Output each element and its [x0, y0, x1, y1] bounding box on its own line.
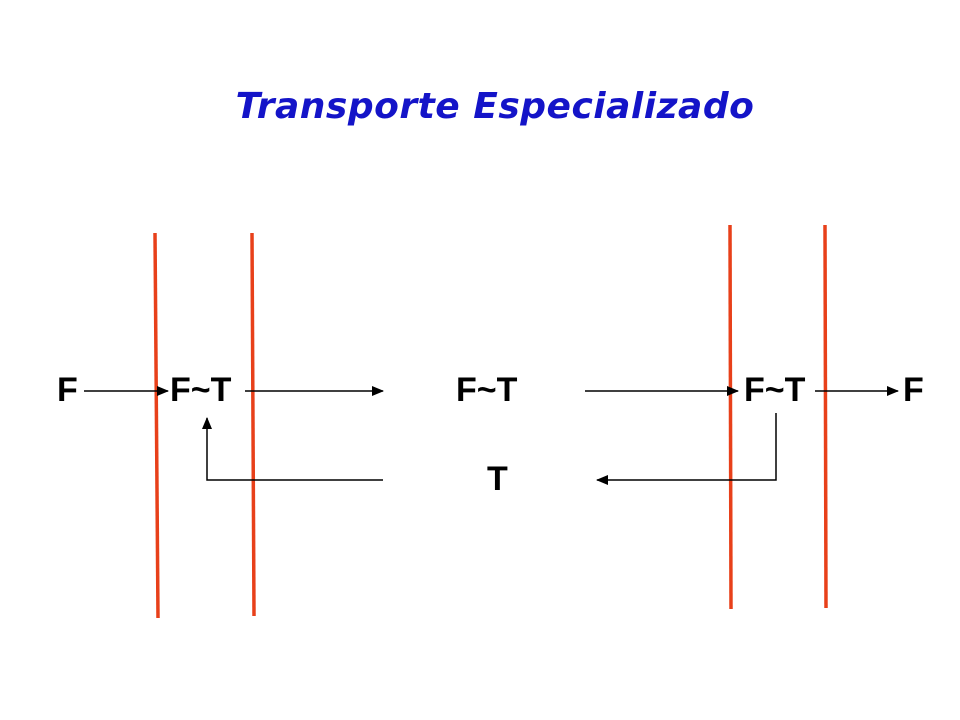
arrow-right-complex-to-t	[596, 413, 777, 485]
label-complex-left: F~T	[170, 371, 232, 409]
membrane-line-3	[728, 224, 733, 610]
label-t-center: T	[487, 460, 508, 498]
label-complex-center: F~T	[456, 371, 518, 409]
membrane-line-4	[823, 224, 828, 609]
slide-title: Transporte Especializado	[235, 86, 755, 127]
membrane-line-2	[250, 232, 256, 617]
membrane-line-1	[153, 232, 160, 619]
label-f-right: F	[903, 371, 924, 409]
arrow-return-to-left-complex	[202, 417, 383, 481]
label-complex-right: F~T	[744, 371, 806, 409]
label-f-left: F	[57, 371, 78, 409]
